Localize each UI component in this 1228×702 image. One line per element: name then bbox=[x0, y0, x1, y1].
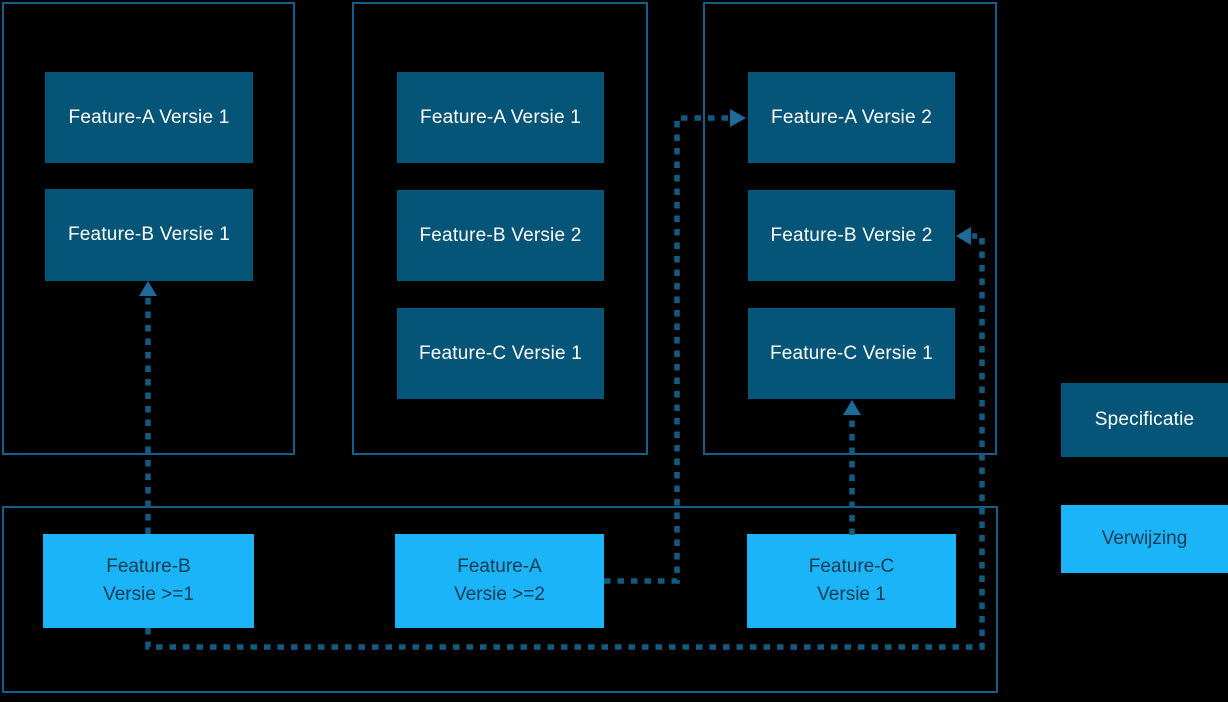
legend-reference: Verwijzing bbox=[1061, 505, 1228, 573]
node-g3-feature-a-v2: Feature-A Versie 2 bbox=[748, 72, 955, 163]
node-g2-feature-a-v1: Feature-A Versie 1 bbox=[397, 72, 604, 163]
ref-feature-b-ge1-line1: Feature-B bbox=[106, 556, 191, 578]
node-g1-feature-a-v1: Feature-A Versie 1 bbox=[45, 72, 253, 163]
node-g2-feature-b-v2: Feature-B Versie 2 bbox=[397, 190, 604, 281]
ref-feature-b-ge1: Feature-B Versie >=1 bbox=[43, 534, 254, 628]
ref-feature-a-ge2-line2: Versie >=2 bbox=[454, 584, 545, 605]
ref-feature-c-v1-line1: Feature-C bbox=[808, 556, 895, 578]
node-g3-feature-c-v1: Feature-C Versie 1 bbox=[748, 308, 955, 399]
node-g1-feature-b-v1: Feature-B Versie 1 bbox=[45, 189, 253, 281]
ref-feature-a-ge2: Feature-A Versie >=2 bbox=[395, 534, 604, 628]
ref-feature-a-ge2-line1: Feature-A bbox=[457, 556, 542, 578]
ref-feature-b-ge1-line2: Versie >=1 bbox=[103, 584, 194, 605]
ref-feature-c-v1-line2: Versie 1 bbox=[817, 584, 886, 605]
node-g2-feature-c-v1: Feature-C Versie 1 bbox=[397, 308, 604, 399]
ref-feature-c-v1: Feature-C Versie 1 bbox=[747, 534, 956, 628]
node-g3-feature-b-v2: Feature-B Versie 2 bbox=[748, 190, 955, 281]
legend-specification: Specificatie bbox=[1061, 383, 1228, 457]
